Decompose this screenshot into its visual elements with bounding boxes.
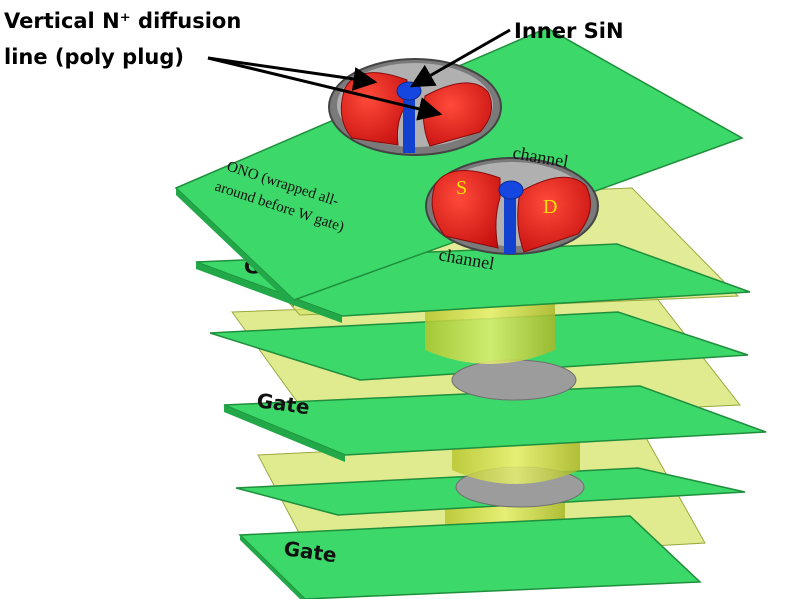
source-poly bbox=[431, 169, 501, 249]
poly-plug-left-1 bbox=[340, 72, 408, 146]
gate-plate-2-edge bbox=[224, 405, 345, 462]
inner-sin-line-2 bbox=[504, 194, 516, 254]
inner-sin-line-1 bbox=[403, 95, 415, 153]
arrow-to-inner-sin bbox=[409, 28, 511, 88]
gate-plate-3-edge bbox=[240, 535, 305, 599]
vertical-diffusion-label-line-1: Vertical N⁺ diffusion bbox=[4, 9, 241, 33]
arrow-to-left-plug bbox=[207, 56, 378, 91]
drain-poly bbox=[517, 176, 591, 253]
vertical-diffusion-label-line-2: line (poly plug) bbox=[4, 45, 184, 69]
via-gray-ring-1 bbox=[451, 359, 577, 401]
top-plate-edge bbox=[176, 188, 294, 307]
plug-hole-2: S D bbox=[425, 157, 599, 255]
inner-sin-cap-2 bbox=[498, 180, 524, 200]
inner-sin-cap-1 bbox=[396, 81, 422, 101]
arrow-to-right-plug bbox=[207, 56, 443, 121]
gate-plate-1-edge bbox=[196, 262, 342, 323]
